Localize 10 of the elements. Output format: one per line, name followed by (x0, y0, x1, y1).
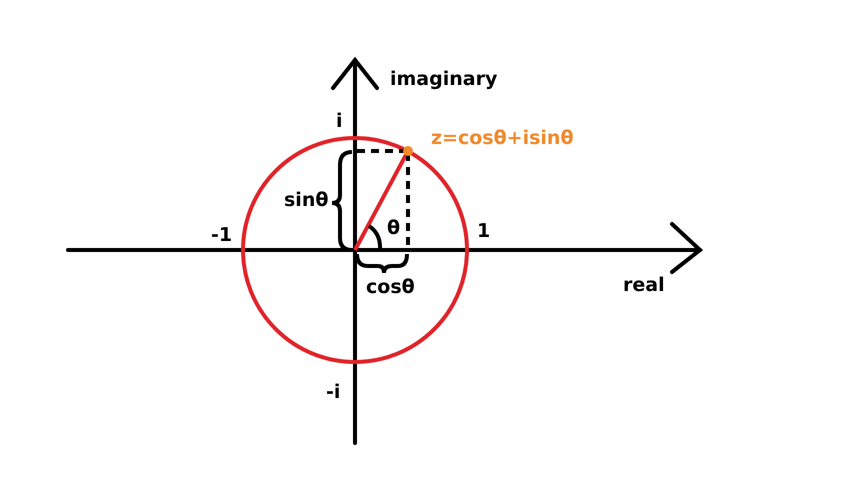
axis-label: imaginary (390, 68, 498, 90)
cosine-label: cosθ (366, 276, 415, 298)
tick-label: -1 (211, 224, 232, 246)
sine-label: sinθ (284, 189, 328, 211)
axis-label: i (336, 110, 343, 132)
angle-label: θ (387, 217, 400, 239)
point-label: z=cosθ+isinθ (431, 127, 574, 149)
tick-label: 1 (477, 220, 490, 242)
tick-label: -i (326, 381, 340, 403)
axis-label: real (623, 274, 665, 296)
